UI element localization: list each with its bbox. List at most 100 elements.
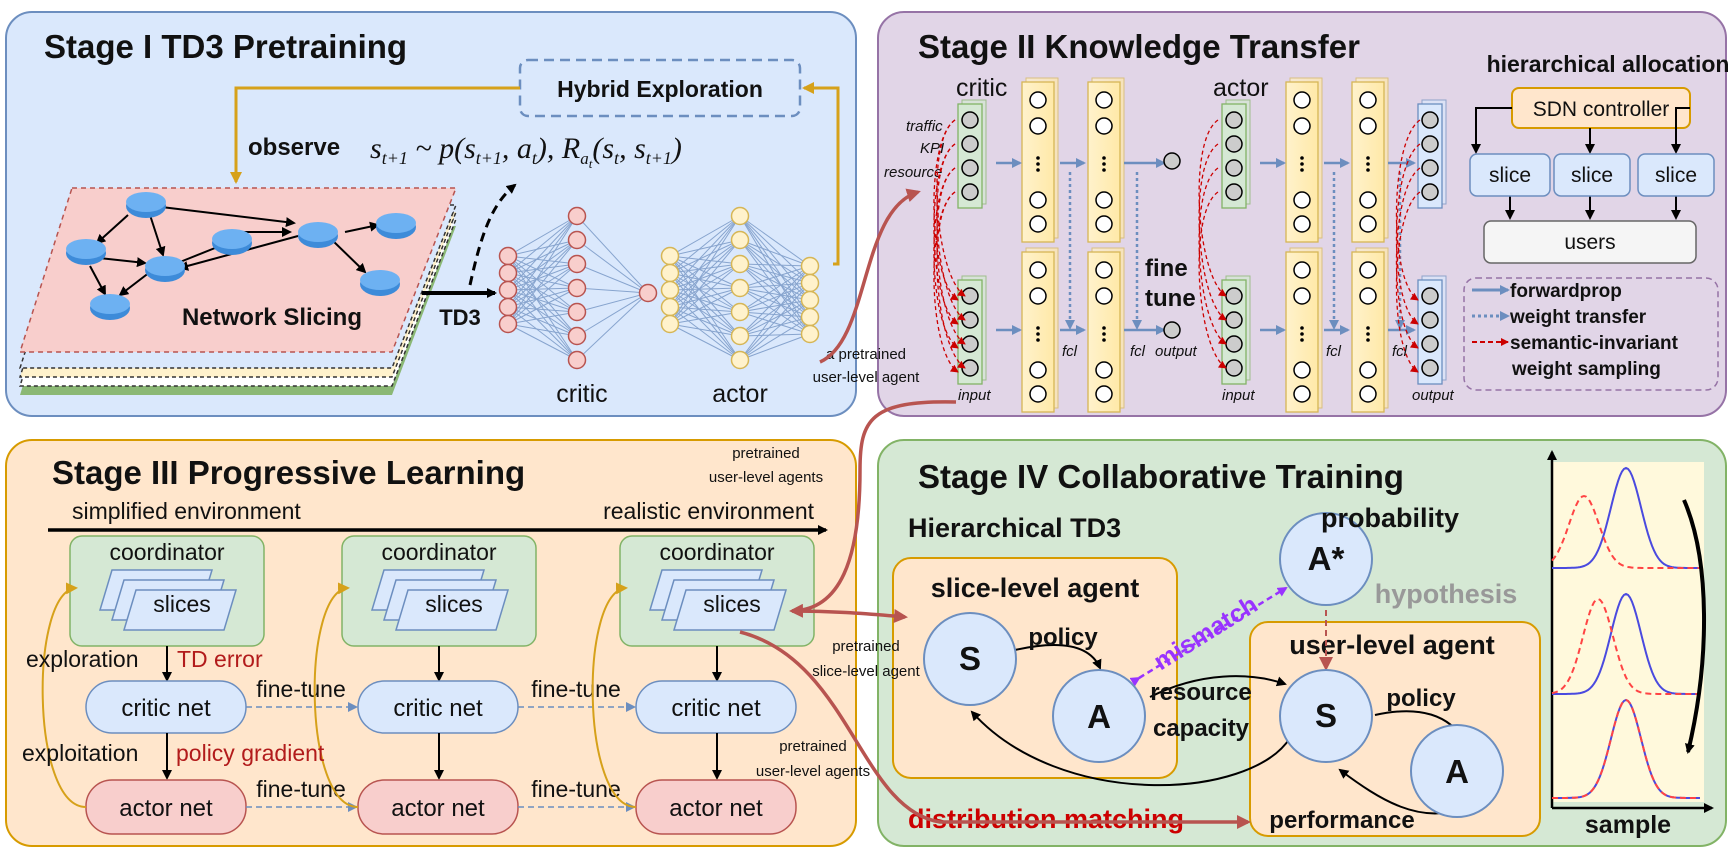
neuron-node [567,254,587,274]
neuron-node [1359,287,1377,305]
neuron-node [1421,311,1439,329]
capacity-label: capacity [1153,715,1250,742]
neuron-node [1359,215,1377,233]
actor-net-label: actor net [669,795,763,822]
neuron-node [730,278,750,298]
critic-label: critic [556,380,607,408]
td-error-label: TD error [177,646,263,672]
fine-tune-label: fine-tune [256,776,346,802]
neuron-node [498,280,518,300]
user-policy-label: policy [1386,685,1456,712]
tune-label: tune [1145,285,1196,312]
critic-network [498,206,658,370]
neuron-node [730,206,750,226]
critic-net-label: critic net [121,695,211,722]
neuron-node [1095,91,1113,109]
slice-action-node [1052,669,1146,763]
slice-box-1 [1469,153,1551,197]
neuron-node [1225,359,1243,377]
stage1-title: Stage I TD3 Pretraining [44,28,407,65]
neuron-node [660,297,680,317]
fine-tune-label: fine-tune [531,676,621,702]
s4-pretrained-slice-2: slice-level agent [812,663,920,680]
neuron-node [730,326,750,346]
neuron-node [1359,261,1377,279]
slice-label-2: slice [1571,164,1613,187]
neuron-node [1421,183,1439,201]
neuron-node [1359,385,1377,403]
slice-state-label: S [959,640,981,677]
actor-net-label: actor net [119,795,213,822]
neuron-node [1095,287,1113,305]
neuron-node [498,314,518,334]
s2-critic-label: critic [956,74,1007,102]
s3-pretrained-1: pretrained [732,445,800,462]
neuron-node [498,263,518,283]
simplified-env-label: simplified environment [72,498,301,524]
neuron-node [498,246,518,266]
user-action-label: A [1445,753,1469,790]
sdn-controller-label: SDN controller [1533,98,1670,121]
neuron-node [1095,385,1113,403]
stage3-panel: Stage III Progressive Learning simplifie… [5,439,857,847]
users-box [1483,220,1697,264]
s4-pretrained-users-2: user-level agents [756,763,870,780]
neuron-node [567,302,587,322]
neuron-node [730,230,750,250]
exploitation-label: exploitation [22,740,138,766]
neuron-node [1029,287,1047,305]
neuron-node [961,159,979,177]
slices-label: slices [153,591,211,617]
exploration-label: exploration [26,646,139,672]
neuron-node [1095,215,1113,233]
s2-output-label-1: output [1155,343,1198,360]
neuron-node [567,206,587,226]
neuron-node [1421,159,1439,177]
traffic-label: traffic [906,118,943,135]
gold-loop-arrow-left [230,86,520,184]
neuron-node [800,256,820,276]
s2-fcl-label-1: fcl [1062,343,1078,360]
neuron-node [1225,311,1243,329]
legend-weight-transfer: weight transfer [1509,307,1647,328]
neuron-node [800,290,820,310]
resource-label-s4: resource [1150,679,1251,706]
critic-net-label: critic net [393,695,483,722]
slice-action-label: A [1087,698,1111,735]
neuron-node [660,314,680,334]
network-slicing-label: Network Slicing [182,304,362,331]
neuron-node [1293,287,1311,305]
actor-label: actor [712,380,768,408]
td3-label: TD3 [439,305,481,330]
neuron-node [800,307,820,327]
neuron-node [567,326,587,346]
slices-label: slices [703,591,761,617]
neuron-node [1421,359,1439,377]
slice-agent-label: slice-level agent [931,573,1140,603]
critic-net-label: critic net [671,695,761,722]
legend-box [1463,277,1719,391]
realistic-env-label: realistic environment [603,498,815,524]
neuron-node [1293,261,1311,279]
distribution-plot: sample [1547,450,1714,839]
stage4-panel: Stage IV Collaborative Training Hierarch… [756,439,1727,847]
neuron-node [730,254,750,274]
neuron-node [1421,287,1439,305]
transfer-arrows [739,188,1251,829]
user-agent-label: user-level agent [1289,630,1495,660]
neuron-node [567,350,587,370]
user-state-label: S [1315,697,1337,734]
slice-label-1: slice [1489,164,1531,187]
slice-box-2 [1553,153,1631,197]
fine-tune-label: fine-tune [256,676,346,702]
neuron-node [1029,191,1047,209]
neuron-node [730,302,750,322]
hierarchical-allocation-title: hierarchical allocation [1487,51,1730,77]
stage4-title: Stage IV Collaborative Training [918,458,1404,495]
neuron-node [1359,117,1377,135]
s4-pretrained-users-1: pretrained [779,738,847,755]
neuron-node [1029,215,1047,233]
probability-label: probability [1321,503,1459,533]
coordinator-label: coordinator [381,539,496,565]
